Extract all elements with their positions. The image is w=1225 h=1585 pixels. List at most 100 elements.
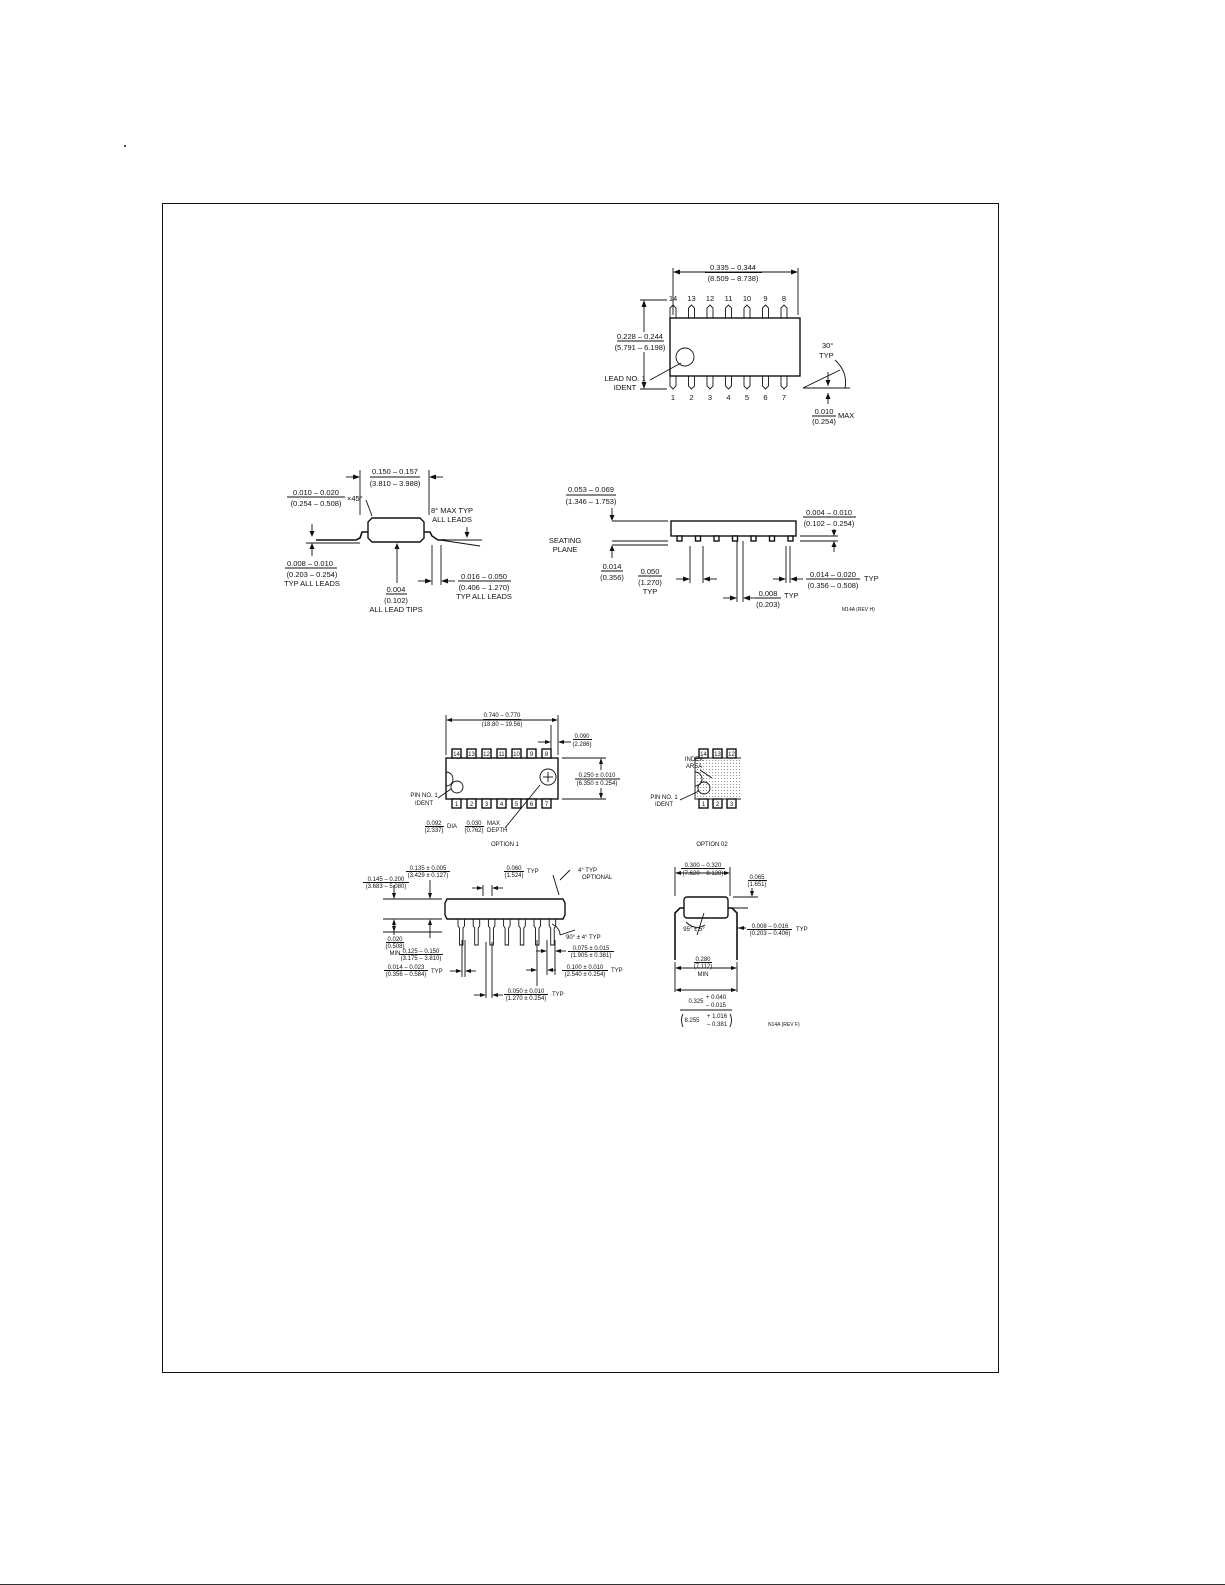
opt2-pin-number: 14	[700, 752, 707, 758]
dip-end-view: 0.300 – 0.320 (7.620 – 8.128) 0.065 (1.6…	[674, 863, 808, 1028]
dip-end-body	[683, 896, 729, 919]
opt2-pin-number: 1	[702, 802, 706, 808]
dip-dia-in: 0.092	[426, 821, 442, 827]
dip-shoulder-in: 0.060	[506, 866, 522, 872]
dip-leadw-mm: (0.356 – 0.584)	[386, 972, 427, 978]
soic-pin-number: 10	[743, 294, 751, 303]
dip-seat-in: 0.135 ± 0.005	[410, 866, 447, 872]
dip-ejector-dot	[539, 768, 557, 786]
dip-side-lead	[487, 919, 496, 946]
dip-end-spanmm: 8.255	[684, 1018, 700, 1024]
dip-pin1-dot	[450, 780, 464, 794]
dip-pin-number: 7	[545, 802, 549, 808]
soic-8max: 8° MAX TYP	[431, 506, 473, 515]
soic-copl-typ: TYP	[784, 591, 799, 600]
opt2-label: OPTION 02	[696, 842, 728, 848]
dip-upperw-in: 0.050 ± 0.010	[508, 989, 545, 995]
dip-shoulderw-mm: (1.905 ± 0.381)	[571, 953, 612, 959]
opt2-index-2: AREA	[686, 764, 702, 770]
dip-end-thick-mm: (0.203 – 0.406)	[750, 931, 791, 937]
soic-drawing-code: M14A (REV H)	[842, 607, 875, 613]
dip-dia-mm: (2.337)	[424, 828, 443, 834]
soic-angle-typ: TYP	[819, 351, 834, 360]
dip-end-top-mm: (1.651)	[747, 882, 766, 888]
dip-shoulderw-in: 0.075 ± 0.015	[573, 946, 610, 952]
soic-max-label: MAX	[838, 411, 854, 420]
soic-chamfer-in: 0.010 – 0.020	[293, 488, 339, 497]
dip-total-in: 0.145 – 0.200	[368, 877, 405, 883]
dip-side-view: 0.135 ± 0.005 (3.429 ± 0.127) 0.145 – 0.…	[363, 866, 623, 1002]
dip-depth-max: MAX	[487, 821, 500, 827]
dip-leadlen-in: 0.125 – 0.150	[403, 949, 440, 955]
dip-end-thick-in: 0.008 – 0.016	[752, 924, 789, 930]
dip-seat-mm: (3.429 ± 0.127)	[408, 873, 449, 879]
soic-lead	[780, 376, 788, 390]
dip-standoff-mm: (0.508)	[385, 944, 404, 950]
soic-end-view: 0.150 – 0.157 (3.810 – 3.988) 0.010 – 0.…	[284, 467, 512, 614]
dip-pin-number: 10	[513, 752, 520, 758]
dip-end-spanmm-minus: – 0.381	[707, 1022, 728, 1028]
dip-pitch-typ: TYP	[611, 968, 623, 974]
soic-pitch-typ: TYP	[643, 587, 658, 596]
soic-pin1-dot	[675, 347, 695, 367]
dip-endspace-in: 0.090	[574, 734, 590, 740]
dip-pitch-in: 0.100 ± 0.010	[567, 965, 604, 971]
dip-pinident-1: PIN NO. 1	[410, 793, 438, 799]
soic-lead	[780, 304, 788, 318]
dip-pin-number: 9	[530, 752, 534, 758]
soic-gap-in: 0.014	[603, 562, 622, 571]
dip-end-spanmm-plus: + 1.016	[707, 1014, 728, 1020]
dip-depth-in: 0.030	[466, 821, 482, 827]
soic-lead-ident-2: IDENT	[614, 383, 637, 392]
soic-foot-in: 0.016 – 0.050	[461, 572, 507, 581]
soic-standoff-in: 0.004 – 0.010	[806, 508, 852, 517]
dip-shoulder-mm: (1.524)	[504, 873, 523, 879]
soic-width-in: 0.228 – 0.244	[617, 332, 663, 341]
dip-end-width-in: 0.300 – 0.320	[685, 863, 722, 869]
dip-side-body	[444, 898, 566, 920]
soic-lead	[743, 376, 751, 390]
opt2-pin-box	[698, 748, 709, 759]
dip-depth-label: DEPTH	[487, 828, 507, 834]
dip-angle-opt: OPTIONAL	[582, 875, 613, 881]
dip-shoulder-typ: TYP	[527, 869, 539, 875]
dip-endspace-mm: (2.286)	[572, 742, 591, 748]
soic-all-leads: ALL LEADS	[432, 515, 472, 524]
dip-leadw-in: 0.014 – 0.023	[388, 965, 425, 971]
soic-gap-mm: (0.356)	[600, 573, 624, 582]
dip-pin-number: 1	[455, 802, 459, 808]
dip-pin-number: 12	[483, 752, 490, 758]
soic-lead	[762, 304, 769, 318]
dip-dia-label: DIA	[447, 824, 457, 830]
soic-seating-1: SEATING	[549, 536, 582, 545]
soic-end-width-in: 0.150 – 0.157	[372, 467, 418, 476]
soic-lead	[725, 376, 732, 390]
soic-pitch-mm: (1.270)	[638, 578, 662, 587]
opt2-pin-box	[726, 798, 737, 809]
soic-end-body	[367, 517, 425, 543]
dip-end-span-minus: – 0.015	[706, 1003, 727, 1009]
dip-leadlen-mm: (3.175 – 3.810)	[401, 956, 442, 962]
opt2-pin-number: 13	[714, 752, 721, 758]
soic-pitch-in: 0.050	[641, 567, 660, 576]
dip-pin-number: 3	[485, 802, 489, 808]
soic-pin-number: 7	[782, 393, 786, 402]
dip-pin-number: 8	[545, 752, 549, 758]
dip-pin-number: 4	[500, 802, 504, 808]
dip-angle-typ: 4° TYP	[578, 868, 597, 874]
dip-pin-number: 11	[498, 752, 505, 758]
soic-lead	[725, 304, 732, 318]
soic-tips-mm: (0.102)	[384, 596, 408, 605]
soic-length-mm: (8.509 – 8.738)	[708, 274, 759, 283]
soic-side-height-in: 0.053 – 0.069	[568, 485, 614, 494]
soic-lead	[688, 304, 695, 318]
dip-length-mm: (18.80 – 19.56)	[482, 722, 523, 728]
soic-pin-number: 1	[671, 393, 675, 402]
dip-width-in: 0.250 ± 0.010	[579, 773, 616, 779]
dip-leadw-typ: TYP	[431, 969, 443, 975]
